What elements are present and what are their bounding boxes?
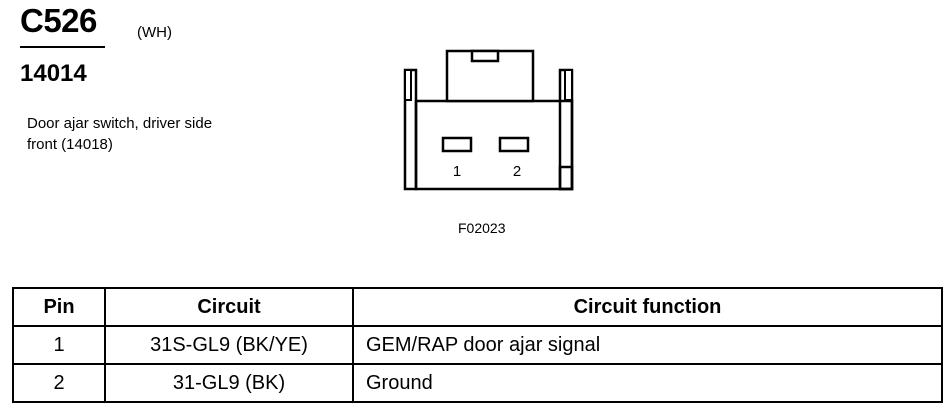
connector-color: (WH)	[137, 24, 172, 41]
connector-face-diagram: 1 2	[403, 49, 574, 191]
corner-tab	[558, 165, 574, 191]
cell-function: GEM/RAP door ajar signal	[352, 325, 943, 365]
figure-code: F02023	[458, 220, 506, 236]
description-line-1: Door ajar switch, driver side	[27, 115, 213, 132]
pin-2-terminal	[498, 136, 530, 153]
description-line-2: front (14018)	[27, 136, 113, 153]
table-header-row: Pin Circuit Circuit function	[12, 287, 943, 327]
header-pin: Pin	[12, 287, 106, 327]
cell-pin: 1	[12, 325, 106, 365]
cell-function: Ground	[352, 363, 943, 403]
connector-description: Door ajar switch, driver side front (140…	[27, 113, 267, 155]
header-circuit-function: Circuit function	[352, 287, 943, 327]
header-circuit: Circuit	[104, 287, 354, 327]
cell-circuit: 31-GL9 (BK)	[104, 363, 354, 403]
pin-2-label: 2	[513, 163, 521, 180]
right-latch-notch	[564, 69, 573, 101]
cell-circuit: 31S-GL9 (BK/YE)	[104, 325, 354, 365]
connector-id: C526	[20, 2, 97, 39]
connector-body	[414, 99, 574, 191]
top-key-notch	[470, 49, 500, 63]
table-row: 1 31S-GL9 (BK/YE) GEM/RAP door ajar sign…	[12, 325, 943, 365]
table-row: 2 31-GL9 (BK) Ground	[12, 363, 943, 403]
pin-1-label: 1	[453, 163, 461, 180]
left-latch-notch	[404, 69, 412, 101]
pin-1-terminal	[441, 136, 473, 153]
connector-id-underline	[20, 46, 105, 48]
part-number: 14014	[20, 60, 87, 87]
pin-table: Pin Circuit Circuit function 1 31S-GL9 (…	[12, 287, 943, 403]
cell-pin: 2	[12, 363, 106, 403]
